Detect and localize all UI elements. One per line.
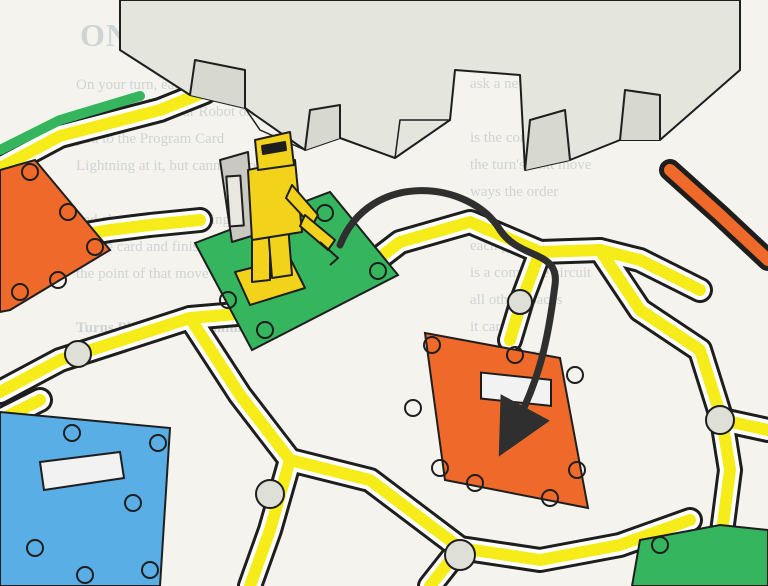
curved-move-arrow-icon — [336, 187, 559, 457]
track-junction — [255, 479, 285, 509]
track-junction — [507, 289, 533, 315]
green-pad-corner — [630, 523, 768, 586]
pad-slot-icon — [38, 450, 126, 492]
blue-pad — [0, 410, 172, 586]
orange-target-pad — [404, 331, 590, 510]
tower-structure — [119, 0, 741, 171]
track-junction — [64, 340, 92, 368]
orange-pad-left — [0, 158, 112, 314]
track-junction — [444, 539, 476, 571]
track-junction — [705, 405, 735, 435]
yellow-robot-figure-icon — [219, 131, 339, 306]
